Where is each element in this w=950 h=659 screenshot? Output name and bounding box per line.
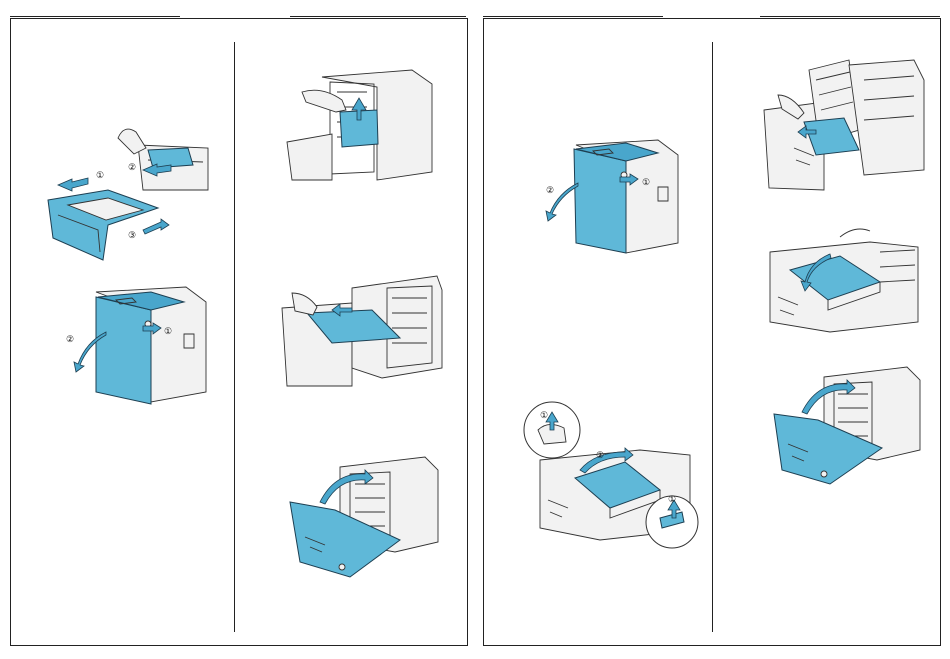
- header-rule-right-a: [483, 16, 663, 17]
- callout-1: ①: [642, 177, 650, 187]
- illustration-close-cover-2: [772, 362, 922, 487]
- illustration-pull-paper-out: [282, 268, 447, 393]
- tray-illustration-svg: ① ② ③: [48, 120, 218, 265]
- printer-icon: ① ②: [538, 135, 688, 260]
- front-cover: [574, 149, 626, 253]
- printer-icon: [282, 62, 442, 187]
- illustration-open-front-cover-2: ① ②: [538, 135, 688, 260]
- printer-icon: [770, 222, 920, 337]
- callout-2: ②: [128, 162, 136, 172]
- callout-3: ③: [128, 230, 136, 240]
- header-rule-right-b: [760, 16, 940, 17]
- header-rule-left-b: [290, 16, 466, 17]
- hand-icon: [118, 129, 146, 154]
- illustration-remove-transfer-unit: ① ② ①: [520, 400, 710, 550]
- front-cover: [96, 297, 151, 404]
- printer-icon: ① ②: [66, 282, 216, 407]
- arrow-icon: [58, 178, 88, 191]
- illustration-close-cover: [290, 452, 440, 577]
- hand-icon: [302, 90, 346, 112]
- arrow-icon: [143, 219, 169, 234]
- column-divider-right: [712, 42, 713, 632]
- printer-icon: [764, 60, 929, 195]
- callout-1: ①: [540, 410, 548, 420]
- printer-icon: [772, 362, 922, 487]
- printer-icon: [290, 452, 440, 577]
- illustration-remove-paper-unit: [764, 60, 929, 195]
- callout-2: ②: [596, 450, 604, 460]
- callout-2: ②: [66, 334, 74, 344]
- printer-icon: ① ② ①: [520, 400, 710, 550]
- column-divider-left: [234, 42, 235, 632]
- callout-2: ②: [546, 185, 554, 195]
- illustration-pull-paper-up: [282, 62, 442, 187]
- callout-1: ①: [164, 326, 172, 336]
- callout-1b: ①: [668, 494, 676, 504]
- illustration-open-front-cover: ① ②: [66, 282, 216, 407]
- callout-1: ①: [96, 170, 104, 180]
- header-rule-left-a: [10, 16, 180, 17]
- illustration-reinstall-transfer-unit: [770, 222, 920, 337]
- illustration-remove-tray: ① ② ③: [48, 120, 218, 265]
- printer-icon: [282, 268, 447, 393]
